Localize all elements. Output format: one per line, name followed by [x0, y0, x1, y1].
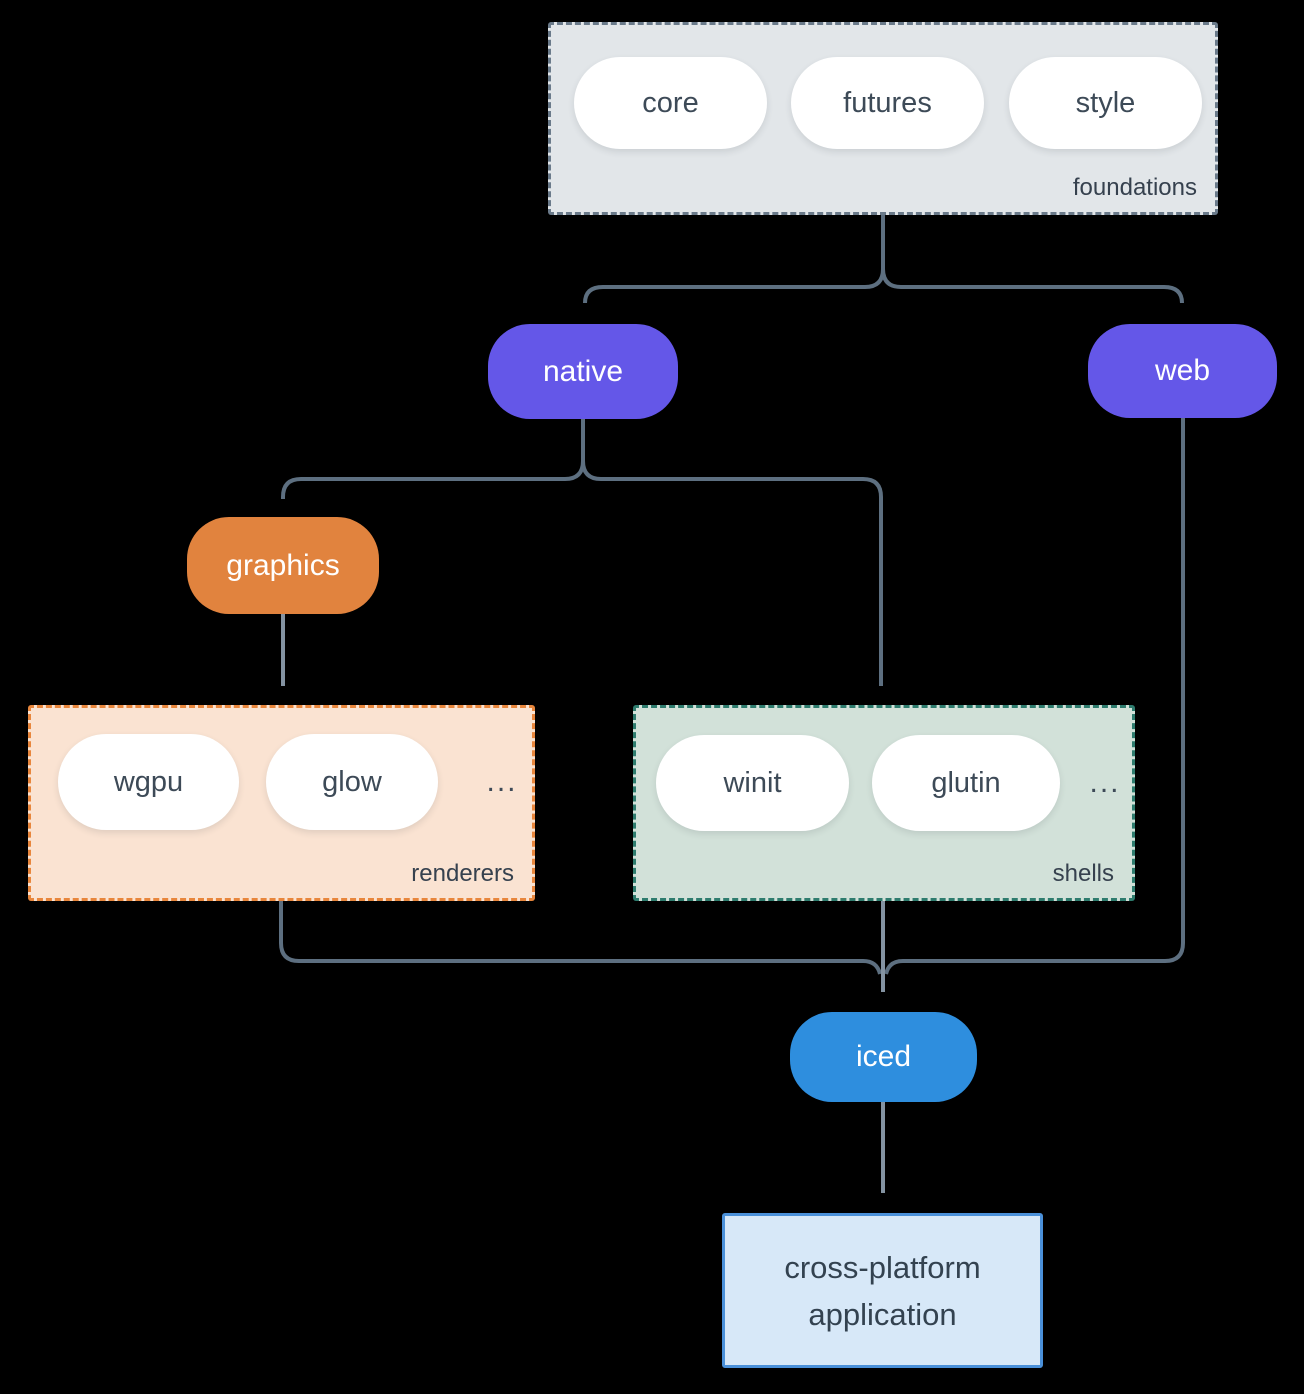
node-iced: iced — [790, 1012, 977, 1102]
node-iced-label: iced — [855, 1040, 912, 1073]
group-shells: winit glutin ... shells — [633, 705, 1135, 901]
application-line1: cross-platform — [784, 1249, 981, 1285]
edge-native-to-shells — [581, 419, 883, 686]
pill-futures-label: futures — [843, 86, 932, 119]
pill-core-label: core — [642, 86, 699, 119]
group-renderers-label: renderers — [411, 860, 514, 887]
node-web-label: web — [1154, 354, 1211, 387]
group-foundations: core futures style foundations — [548, 22, 1218, 215]
pill-glow: glow — [266, 734, 438, 830]
node-native-label: native — [542, 354, 624, 388]
pill-core: core — [574, 57, 767, 149]
pill-futures: futures — [791, 57, 984, 149]
node-native: native — [488, 324, 678, 419]
edge-web-to-iced-rail — [884, 418, 1185, 975]
pill-glutin-label: glutin — [931, 766, 1001, 799]
shells-ellipsis: ... — [1089, 766, 1121, 799]
node-web: web — [1088, 324, 1277, 418]
group-shells-label: shells — [1052, 860, 1114, 887]
edge-native-to-graphics — [281, 419, 585, 499]
pill-winit: winit — [656, 735, 849, 831]
node-graphics: graphics — [187, 517, 379, 614]
application-box: cross-platform application — [722, 1213, 1043, 1368]
pill-style-label: style — [1075, 86, 1136, 119]
node-graphics-label: graphics — [226, 548, 340, 582]
edge-renderers-to-iced-rail — [279, 901, 882, 975]
group-renderers: wgpu glow ... renderers — [28, 705, 535, 901]
edge-foundations-to-web — [881, 215, 1184, 304]
application-line2: application — [808, 1296, 957, 1332]
pill-glutin: glutin — [872, 735, 1060, 831]
renderers-ellipsis: ... — [486, 765, 518, 798]
pill-wgpu-label: wgpu — [113, 765, 184, 798]
edge-foundations-to-native — [583, 215, 885, 304]
group-foundations-label: foundations — [1072, 174, 1197, 201]
pill-wgpu: wgpu — [58, 734, 239, 830]
pill-glow-label: glow — [322, 765, 382, 798]
pill-style: style — [1009, 57, 1202, 149]
pill-winit-label: winit — [723, 766, 782, 799]
